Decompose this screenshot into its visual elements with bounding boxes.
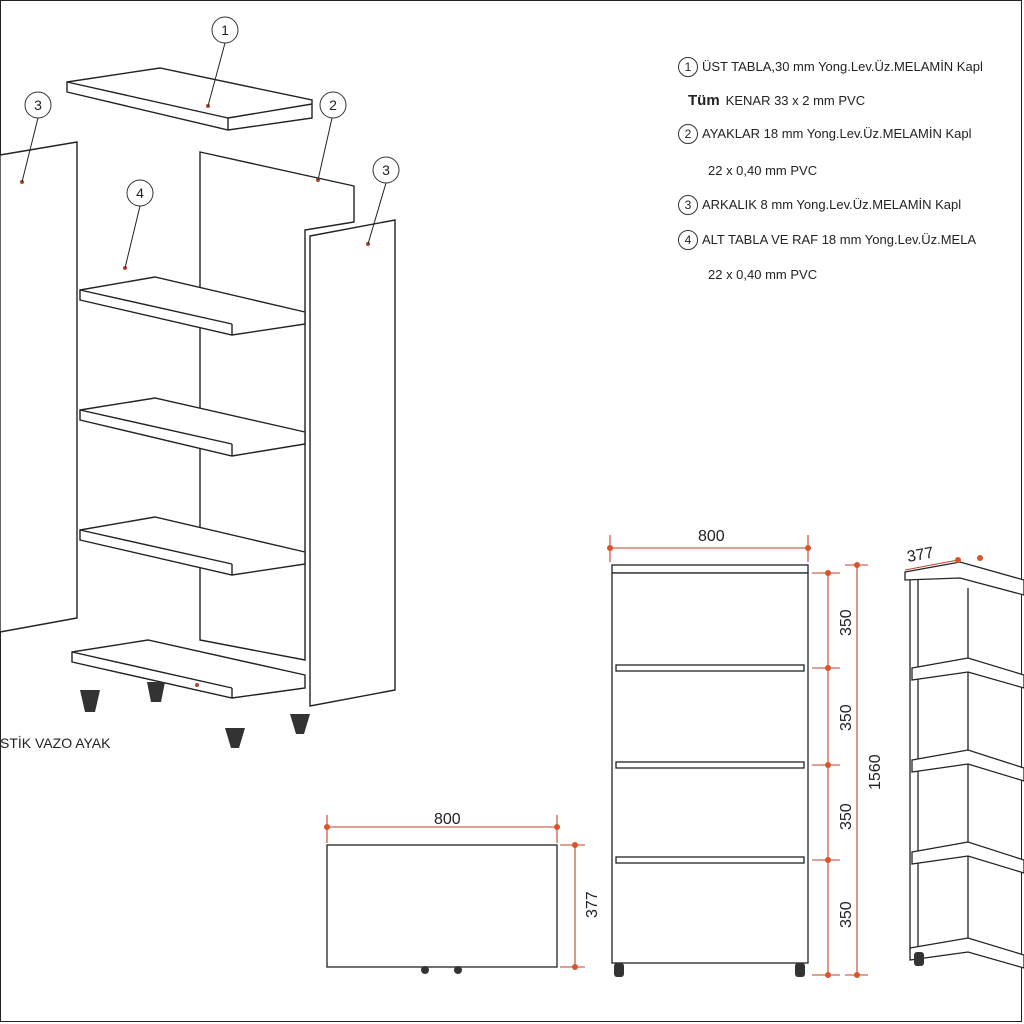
dim-gap-2: 350 bbox=[838, 704, 855, 731]
shelf-1 bbox=[79, 276, 306, 336]
callout-3-left: 3 bbox=[24, 91, 52, 119]
dim-total-height: 1560 bbox=[867, 754, 884, 790]
shelf-3 bbox=[79, 516, 306, 576]
callout-1: 1 bbox=[211, 16, 239, 44]
legend-item-2-edge: 22 x 0,40 mm PVC bbox=[708, 163, 818, 178]
dim-gap-1: 350 bbox=[838, 609, 855, 636]
side-leg-panel bbox=[199, 151, 355, 661]
svg-text:3: 3 bbox=[34, 97, 42, 113]
callout-3-right: 3 bbox=[372, 156, 400, 184]
side-panel-right bbox=[309, 219, 396, 707]
bottom-plate bbox=[71, 639, 306, 699]
callout-4: 4 bbox=[126, 179, 154, 207]
dim-depth: 377 bbox=[584, 891, 601, 918]
callout-2: 2 bbox=[319, 91, 347, 119]
plastic-feet bbox=[80, 682, 310, 748]
dim-gap-4: 350 bbox=[838, 901, 855, 928]
side-view bbox=[904, 561, 1024, 969]
dim-gap-3: 350 bbox=[838, 803, 855, 830]
svg-text:4: 4 bbox=[136, 185, 144, 201]
dim-top-width: 800 bbox=[434, 811, 461, 828]
shelf-2 bbox=[79, 397, 306, 457]
back-panel-left bbox=[0, 141, 78, 633]
dim-front-width: 800 bbox=[698, 528, 725, 545]
svg-text:3: 3 bbox=[382, 162, 390, 178]
top-view bbox=[326, 844, 558, 968]
foot-label: STİK VAZO AYAK bbox=[0, 734, 111, 751]
front-view bbox=[611, 564, 809, 964]
dim-side-depth: 377 bbox=[906, 545, 935, 566]
svg-text:1: 1 bbox=[221, 22, 229, 38]
svg-text:2: 2 bbox=[329, 97, 337, 113]
top-plate bbox=[66, 67, 313, 131]
legend-item-4-edge: 22 x 0,40 mm PVC bbox=[708, 267, 818, 282]
